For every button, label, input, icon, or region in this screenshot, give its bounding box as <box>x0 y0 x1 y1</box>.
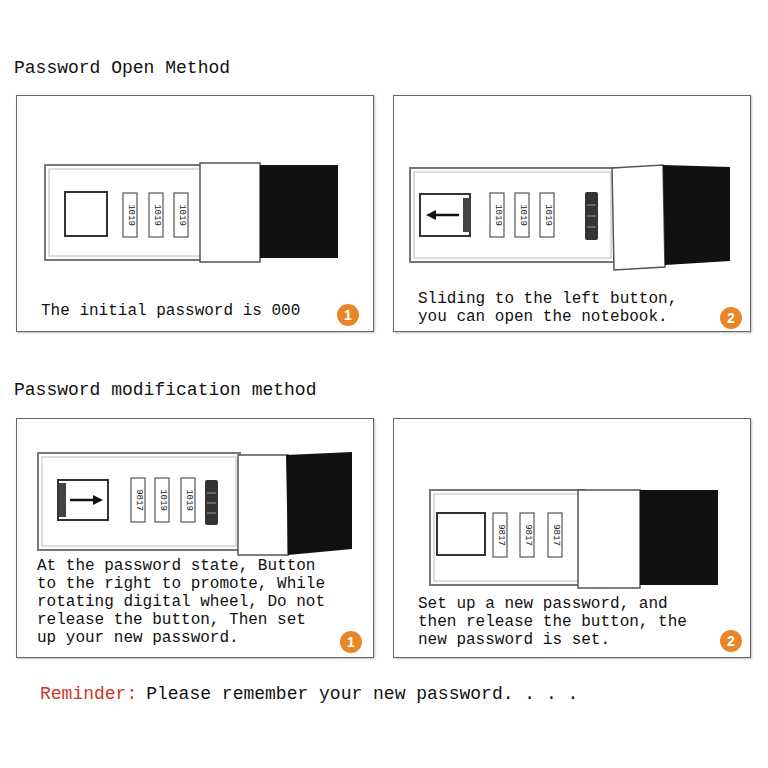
callout-number: 2 <box>727 634 735 648</box>
lock-device-part <box>65 192 107 236</box>
lock-device-part <box>490 193 504 237</box>
instruction-panel: 1 At the password state, Button to the ri… <box>16 418 374 658</box>
wheel-digits: 1019 <box>125 204 136 226</box>
lock-device-part <box>414 172 611 258</box>
lock-device-part <box>45 165 205 260</box>
lock-device-part <box>59 483 66 517</box>
instruction-text: At the password state, Button to the rig… <box>37 557 329 647</box>
lock-device-part <box>520 513 534 557</box>
lock-device-part <box>640 490 718 585</box>
instruction-text: Sliding to the left button, you can open… <box>418 290 710 326</box>
section-heading: Password Open Method <box>14 57 230 79</box>
lock-device-part <box>260 165 338 258</box>
lock-device-part <box>238 455 288 555</box>
lock-device-part <box>200 163 260 262</box>
note-text: Please remember your new password. . . . <box>146 683 578 705</box>
lock-device <box>45 163 338 262</box>
lock-device-part <box>205 480 218 525</box>
wheel-digits: 1019 <box>492 204 503 226</box>
wheel-digits: 1019 <box>176 204 187 226</box>
lock-device-part <box>155 478 169 522</box>
lock-device-part <box>434 494 581 581</box>
lock-device-part <box>463 198 471 232</box>
lock-device-part <box>70 499 98 502</box>
lock-device-part <box>587 205 596 206</box>
reminder-label: Reminder: <box>40 683 137 705</box>
step-number: 1 <box>340 631 362 653</box>
lock-device-part <box>207 503 216 504</box>
instruction-text: Set up a new password, and then release … <box>418 595 710 649</box>
lock-device-part <box>430 490 585 585</box>
instruction-panel: 2 Set up a new password, and then release… <box>393 418 751 658</box>
step-number: 2 <box>720 307 742 329</box>
callout-number: 2 <box>727 311 735 325</box>
lock-device-part <box>123 193 137 237</box>
lock-device-part <box>437 513 485 555</box>
lock-device-part <box>174 193 188 237</box>
lock-device-part <box>207 493 216 494</box>
lock-device-part <box>587 216 596 217</box>
lock-device-part <box>410 168 615 262</box>
lock-device-part <box>493 513 507 557</box>
wheel-digits: 1019 <box>542 204 553 226</box>
lock-device-part <box>515 193 529 237</box>
instruction-text: The initial password is 000 <box>41 302 333 320</box>
lock-device-part <box>431 214 459 217</box>
lock-device-part <box>38 453 240 550</box>
lock-device-part <box>587 227 596 228</box>
lock-device <box>410 165 730 270</box>
lock-device-part <box>420 194 470 236</box>
step-number: 2 <box>720 630 742 652</box>
wheel-digits: 1019 <box>183 489 194 511</box>
lock-device-part <box>548 513 562 557</box>
wheel-digits: 1019 <box>151 204 162 226</box>
instruction-panel: 1 The initial password is 000 <box>16 95 374 332</box>
lock-device-part <box>286 452 352 555</box>
lock-device-part <box>149 193 163 237</box>
lock-device-part <box>207 513 216 514</box>
wheel-digits: 9817 <box>495 524 506 546</box>
lock-device-part <box>540 193 554 237</box>
lock-device-part <box>585 192 598 240</box>
wheel-digits: 9817 <box>550 524 561 546</box>
lock-device-part <box>181 478 195 522</box>
instruction-panel: 2 Sliding to the left button, you can ope… <box>393 95 751 332</box>
step-number: 1 <box>337 304 359 326</box>
section-heading: Password modification method <box>14 379 316 401</box>
lock-device-part <box>663 165 730 265</box>
callout-number: 1 <box>344 308 352 322</box>
lock-device <box>430 490 718 588</box>
lock-device-part <box>49 169 201 256</box>
wheel-digits: 9817 <box>133 489 144 511</box>
wheel-digits: 1019 <box>157 489 168 511</box>
callout-number: 1 <box>347 635 355 649</box>
wheel-digits: 1019 <box>517 204 528 226</box>
wheel-digits: 9817 <box>522 524 533 546</box>
lock-device <box>38 452 352 555</box>
lock-device-part <box>578 490 640 588</box>
lock-device-part <box>612 165 665 270</box>
lock-device-part <box>131 478 145 522</box>
lock-device-part <box>58 480 108 520</box>
lock-device-part <box>42 457 236 546</box>
